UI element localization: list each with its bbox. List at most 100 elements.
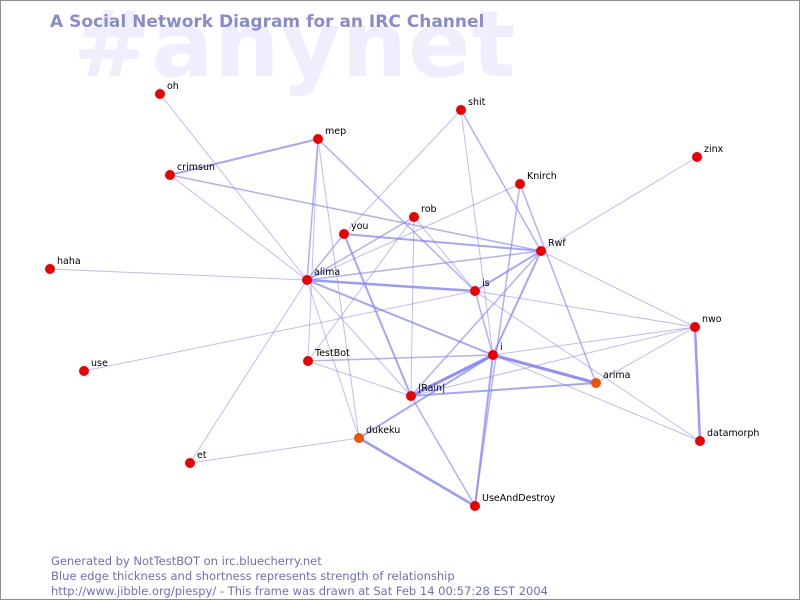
edge-rwf-rain	[410, 250, 542, 397]
node-zinx: zinx	[692, 144, 724, 162]
edge-is-nwo	[474, 290, 696, 328]
node-haha: haha	[45, 256, 81, 274]
node-oh: oh	[155, 81, 179, 99]
node-dot-arima	[591, 378, 601, 388]
edge-dukeku-useanddestroy	[358, 436, 476, 508]
edge-shit-rwf	[460, 109, 542, 252]
edge-you-rwf	[343, 233, 542, 252]
node-label-mep: mep	[325, 126, 346, 137]
edge-mep-testbot	[307, 138, 319, 362]
node-label-knirch: Knirch	[527, 171, 557, 182]
edge-crimsun-mep	[169, 138, 319, 176]
node-label-nwo: nwo	[702, 314, 722, 325]
edge-use-is	[83, 290, 476, 372]
node-label-datamorph: datamorph	[707, 428, 759, 439]
node-dot-i	[488, 350, 498, 360]
node-label-crimsun: crimsun	[177, 162, 215, 173]
node-rain: |Rain|	[406, 383, 445, 401]
node-testbot: TestBot	[303, 348, 350, 366]
node-dot-use	[79, 366, 89, 376]
node-i: i	[488, 342, 503, 360]
edge-rob-alima	[306, 216, 415, 281]
edge-haha-alima	[49, 268, 308, 281]
node-dot-et	[185, 458, 195, 468]
edge-knirch-arima	[519, 183, 597, 384]
footer: Generated by NotTestBOT on irc.bluecherr…	[51, 554, 548, 599]
edge-mep-is	[317, 138, 476, 292]
edge-alima-is	[306, 278, 476, 293]
edge-testbot-rain	[307, 360, 412, 397]
node-dot-zinx	[692, 152, 702, 162]
edge-alima-dukeku	[306, 279, 360, 439]
node-dot-datamorph	[695, 436, 705, 446]
node-useanddestroy: UseAndDestroy	[470, 493, 556, 511]
node-label-shit: shit	[468, 97, 486, 108]
node-datamorph: datamorph	[695, 428, 759, 446]
edge-rob-is	[413, 216, 476, 292]
node-label-rain: |Rain|	[418, 383, 445, 394]
edge-alima-et	[189, 279, 308, 464]
node-use: use	[79, 358, 108, 376]
node-dot-testbot	[303, 356, 313, 366]
node-crimsun: crimsun	[165, 162, 215, 180]
node-dot-rob	[409, 212, 419, 222]
edge-layer	[49, 93, 702, 508]
edge-rwf-is	[474, 250, 542, 292]
node-label-rob: rob	[421, 204, 437, 215]
node-label-testbot: TestBot	[314, 348, 350, 359]
node-dot-alima	[302, 275, 312, 285]
node-dot-haha	[45, 264, 55, 274]
edge-alima-i	[306, 279, 494, 356]
node-alima: alima	[302, 267, 340, 285]
edge-i-useanddestroy	[474, 354, 494, 507]
node-dot-mep	[313, 134, 323, 144]
footer-generator: Generated by NotTestBOT on irc.bluecherr…	[51, 554, 322, 568]
edge-rob-rain	[410, 216, 415, 397]
edge-you-rain	[343, 233, 412, 397]
node-dot-you	[339, 229, 349, 239]
node-label-haha: haha	[57, 256, 81, 267]
edge-mep-alima	[306, 138, 319, 281]
node-label-arima: arima	[603, 370, 630, 381]
node-et: et	[185, 450, 207, 468]
node-is: is	[470, 278, 490, 296]
node-dukeku: dukeku	[354, 425, 400, 443]
node-nwo: nwo	[690, 314, 722, 332]
edge-nwo-i	[492, 326, 696, 356]
edge-is-datamorph	[474, 290, 701, 442]
edge-dukeku-et	[189, 437, 360, 464]
edge-shit-i	[460, 109, 494, 356]
node-dot-knirch	[515, 179, 525, 189]
node-label-alima: alima	[314, 267, 340, 278]
node-dot-rwf	[536, 246, 546, 256]
footer-legend: Blue edge thickness and shortness repres…	[51, 569, 455, 583]
edge-crimsun-rwf	[169, 174, 542, 252]
node-rob: rob	[409, 204, 437, 222]
edge-crimsun-alima	[169, 174, 308, 281]
edge-i-rain	[410, 353, 494, 398]
node-dot-oh	[155, 89, 165, 99]
node-dot-useanddestroy	[470, 501, 480, 511]
edge-rwf-alima	[306, 250, 542, 281]
node-rwf: Rwf	[536, 238, 566, 256]
edge-is-i	[474, 290, 494, 356]
node-dot-rain	[406, 391, 416, 401]
edge-oh-alima	[159, 93, 308, 281]
edge-you-alima	[306, 233, 345, 281]
node-dot-crimsun	[165, 170, 175, 180]
node-dot-is	[470, 286, 480, 296]
node-label-et: et	[197, 450, 207, 461]
node-dot-nwo	[690, 322, 700, 332]
edge-rwf-nwo	[540, 250, 696, 328]
edge-nwo-datamorph	[693, 326, 702, 442]
node-label-use: use	[91, 358, 108, 369]
node-arima: arima	[591, 370, 630, 388]
edge-alima-rain	[306, 279, 412, 397]
node-dot-shit	[456, 105, 466, 115]
footer-link[interactable]: http://www.jibble.org/piespy/ - This fra…	[51, 584, 548, 598]
node-you: you	[339, 221, 368, 239]
edge-testbot-i	[307, 354, 494, 362]
